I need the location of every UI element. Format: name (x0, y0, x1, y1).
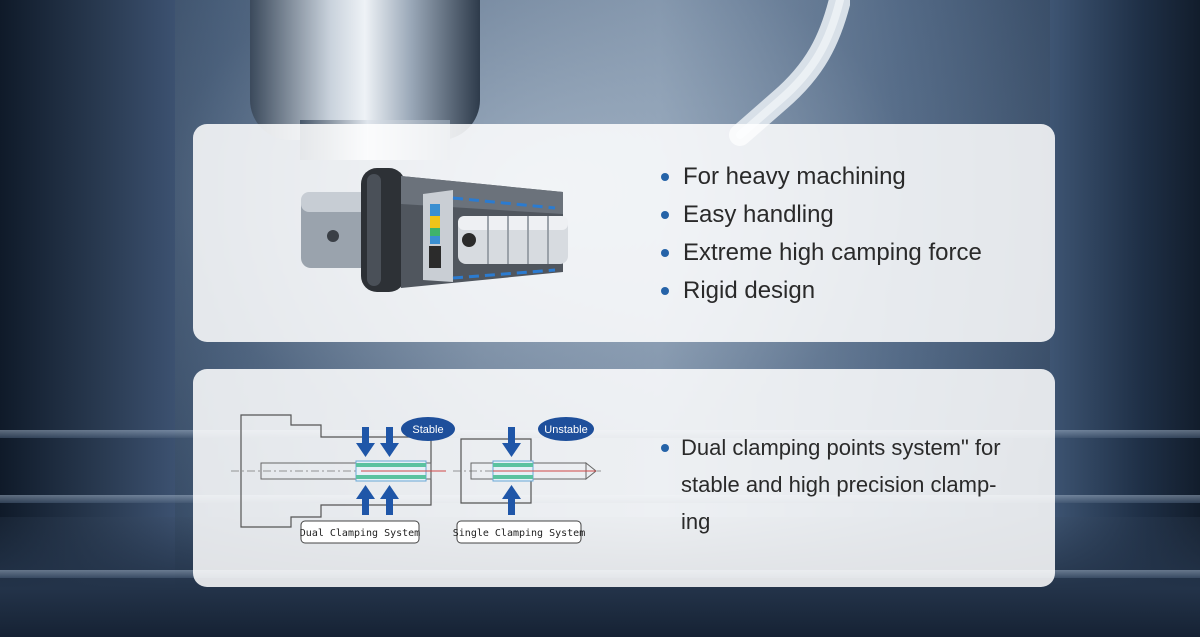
clamping-text-line: stable and high precision clamp- (681, 472, 997, 497)
clamping-item: Dual clamping points system" for stable … (661, 429, 1001, 540)
unstable-badge-label: Unstable (544, 424, 587, 436)
machine-spindle (250, 0, 480, 140)
clamping-text-line: Dual clamping points system" for (681, 435, 1001, 460)
stable-badge-label: Stable (412, 424, 443, 436)
feature-item: Easy handling (661, 196, 982, 234)
clamping-text-line: ing (681, 509, 711, 534)
feature-item: Rigid design (661, 272, 982, 310)
feature-list: For heavy machining Easy handling Extrem… (661, 158, 982, 310)
stable-badge (401, 417, 455, 441)
dual-clamping-drawing: Stable Dual Clamping System (231, 414, 455, 544)
clamping-list: Dual clamping points system" for stable … (661, 429, 1001, 540)
single-caption-box (456, 520, 582, 544)
single-caption: Single Clamping System (453, 528, 585, 539)
dual-caption-box (300, 520, 420, 544)
unstable-badge (538, 417, 594, 441)
clamping-diagram: Stable Dual Clamping System Unstable Sin… (231, 414, 601, 544)
single-clamping-drawing: Unstable Single Clamping System (453, 417, 601, 544)
coolant-hose (729, 0, 850, 146)
clamping-card: Stable Dual Clamping System Unstable Sin… (193, 369, 1055, 587)
tool-holder-image (301, 168, 568, 292)
dual-caption: Dual Clamping System (300, 528, 420, 539)
feature-item: Extreme high camping force (661, 234, 982, 272)
feature-item: For heavy machining (661, 158, 982, 196)
features-card: For heavy machining Easy handling Extrem… (193, 124, 1055, 342)
